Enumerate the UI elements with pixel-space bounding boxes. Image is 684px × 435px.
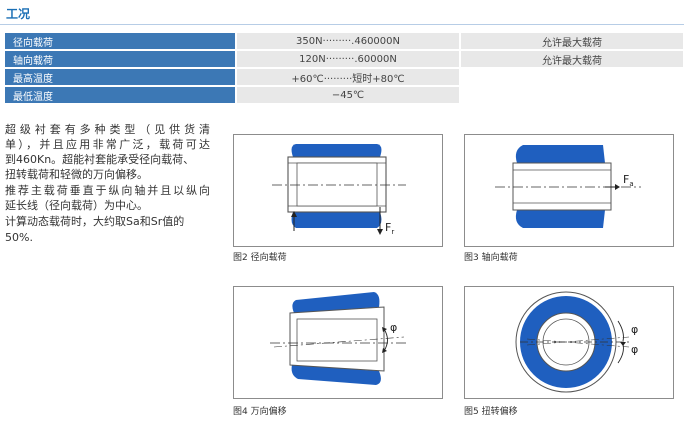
angle-label: φ [631,323,639,336]
angle-label: φ [631,343,639,356]
force-label: Fr [385,221,395,237]
figure-torsional-deflection: φ φ [464,286,674,399]
description-line: 扭转载荷和轻微的万向偏移。 [5,168,148,181]
description-line: 单），并且应用非常广泛，载荷可达 [5,138,210,151]
row-note: 允许最大载荷 [459,50,683,69]
figure-caption: 图4 万向偏移 [233,407,287,417]
description-line: 延长线（径向载荷）为中心。 [5,199,148,212]
figure-axial-load: Fa [464,134,674,247]
description-line: 推荐主载荷垂直于纵向轴并且以纵向 [5,184,210,197]
figure-radial-load: Fr [233,134,443,247]
figure-caption: 图2 径向载荷 [233,253,287,263]
table-row: 最高温度 +60℃·········短时+80℃ [5,68,683,87]
figure-caption: 图5 扭转偏移 [464,407,518,417]
table-row: 径向载荷 350N·········.460000N 允许最大载荷 [5,33,683,51]
figure-caption: 图3 轴向载荷 [464,253,518,263]
row-label: 最低温度 [5,86,236,105]
row-label: 最高温度 [5,68,236,87]
row-value: −45℃ [235,86,460,105]
row-value: 120N·········.60000N [235,50,460,69]
row-note [459,68,683,87]
row-label: 径向载荷 [5,33,236,51]
description-line: 超级衬套有多种类型（见供货清 [5,123,210,136]
row-value: +60℃·········短时+80℃ [235,68,460,87]
title-divider [0,24,684,25]
section-title: 工况 [6,7,31,21]
row-note [459,86,683,105]
row-label: 轴向载荷 [5,50,236,69]
row-note: 允许最大载荷 [459,33,683,51]
angle-label: φ [390,321,398,334]
row-value: 350N·········.460000N [235,33,460,51]
operating-conditions-table: 径向载荷 350N·········.460000N 允许最大载荷 轴向载荷 1… [5,33,683,105]
force-label: Fa [623,173,634,189]
description-line: 50%. [5,231,33,244]
table-row: 轴向载荷 120N·········.60000N 允许最大载荷 [5,50,683,69]
table-row: 最低温度 −45℃ [5,86,683,105]
description-line: 计算动态载荷时，大约取Sa和Sr值的 [5,215,185,228]
description-line: 到460Kn。超能衬套能承受径向载荷、 [5,153,195,166]
figure-cardanic-deflection: φ [233,286,443,399]
